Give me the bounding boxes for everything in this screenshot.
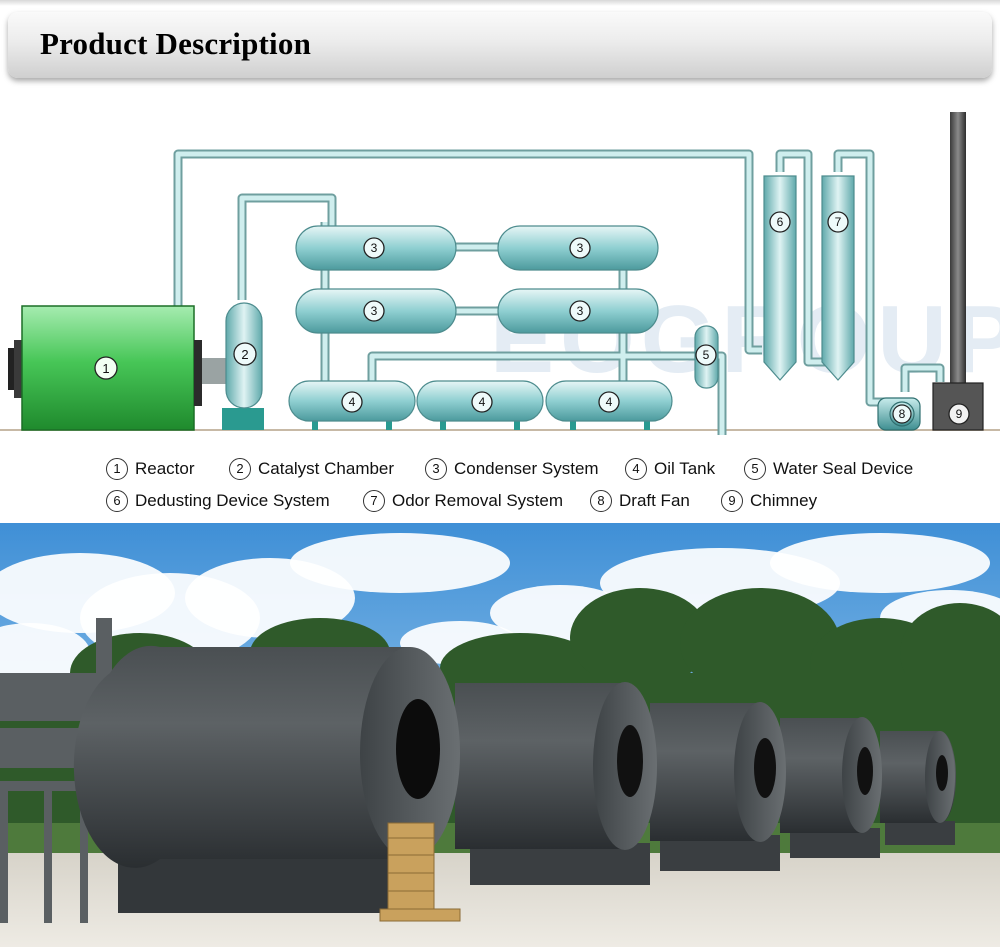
- chimney: 9: [932, 112, 984, 431]
- odor-removal-tower: 7: [821, 175, 855, 381]
- draft-fan: 8: [877, 397, 921, 431]
- condenser-system: 3 3 3 3: [295, 225, 659, 334]
- catalyst-chamber: 2: [222, 302, 264, 430]
- odor-marker: 7: [835, 215, 842, 229]
- condenser-marker: 3: [577, 241, 584, 255]
- water-seal-device: 5: [694, 325, 719, 389]
- pipe-network: [173, 149, 945, 435]
- fan-marker: 8: [899, 407, 906, 421]
- condenser-marker: 3: [577, 304, 584, 318]
- process-flow-diagram: EOGROUP: [0, 112, 1000, 435]
- wooden-pallet: [379, 822, 461, 922]
- oil-tank-marker: 4: [479, 395, 486, 409]
- catalyst-marker: 2: [241, 347, 248, 362]
- dedusting-tower: 6: [763, 175, 797, 381]
- water-seal-marker: 5: [703, 348, 710, 362]
- reactor-unit: 1: [8, 305, 226, 431]
- section-title: Product Description: [40, 26, 312, 61]
- reactor-marker: 1: [102, 361, 109, 376]
- plant-photo: [0, 523, 1000, 947]
- reactor-drums: [73, 645, 956, 913]
- condenser-marker: 3: [371, 241, 378, 255]
- condenser-marker: 3: [371, 304, 378, 318]
- oil-tank-marker: 4: [606, 395, 613, 409]
- clouds: [0, 533, 1000, 683]
- oil-tank-marker: 4: [349, 395, 356, 409]
- section-header-banner: Product Description: [8, 12, 992, 78]
- oil-tanks: 4 4 4: [288, 380, 673, 430]
- dedusting-marker: 6: [777, 215, 784, 229]
- chimney-marker: 9: [956, 407, 963, 421]
- top-divider: [0, 0, 1000, 6]
